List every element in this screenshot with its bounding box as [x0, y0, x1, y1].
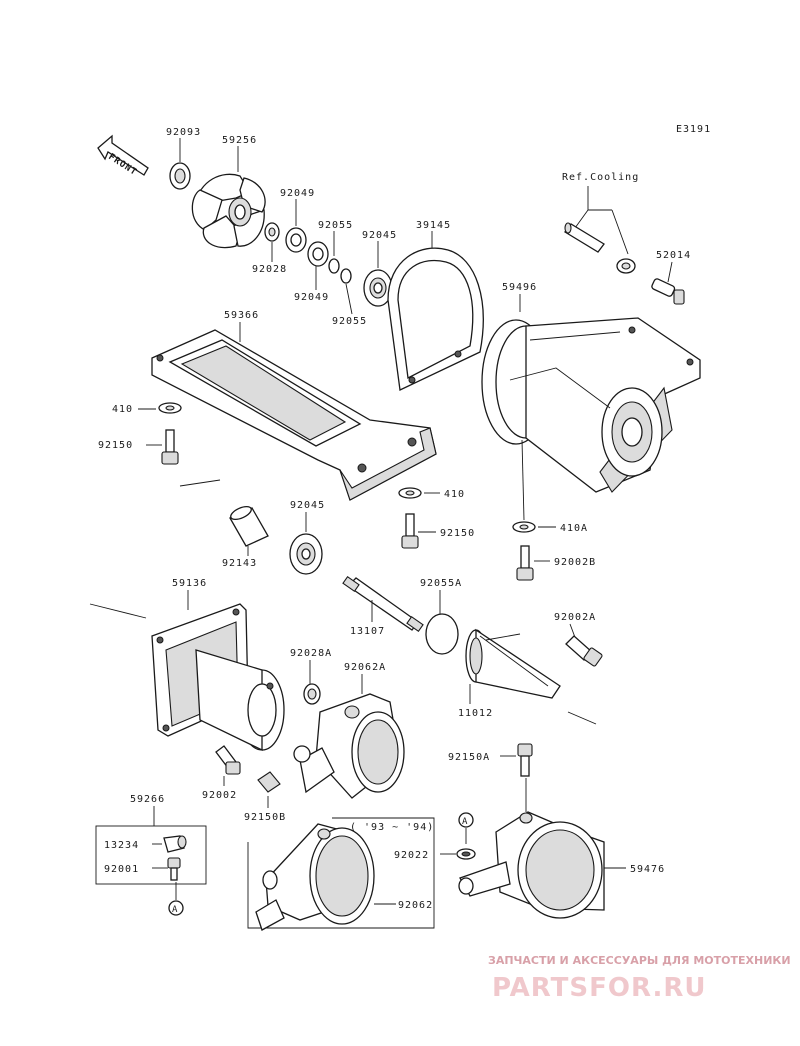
ref-marker-a-left: A [168, 900, 184, 916]
part-59136-housing [151, 603, 285, 752]
label-59266: 59266 [130, 794, 165, 805]
label-92045-a: 92045 [362, 230, 397, 241]
label-92001: 92001 [104, 864, 139, 875]
part-92150-bolt-b [401, 513, 419, 549]
label-92150-a: 92150 [98, 440, 133, 451]
label-59496: 59496 [502, 282, 537, 293]
part-92022-washer [456, 848, 476, 860]
part-92062A-steering-nozzle [293, 693, 405, 799]
label-92049-a: 92049 [280, 188, 315, 199]
part-59256-impeller [191, 173, 266, 249]
label-410-b: 410 [444, 489, 465, 500]
label-92150A: 92150A [448, 752, 490, 763]
box-59266 [95, 825, 207, 885]
part-92002-bolt [215, 745, 241, 775]
part-410-washer-a [158, 402, 182, 414]
label-59256: 59256 [222, 135, 257, 146]
svg-text:A: A [172, 905, 178, 915]
label-92028A: 92028A [290, 648, 332, 659]
label-92055-a: 92055 [318, 220, 353, 231]
part-39145-grate [387, 247, 484, 391]
part-cooling-clamp [616, 258, 636, 274]
part-92062-steering-nozzle [255, 823, 375, 931]
label-92028: 92028 [252, 264, 287, 275]
ref-cooling-label: Ref.Cooling [562, 172, 639, 183]
label-92062A: 92062A [344, 662, 386, 673]
part-92150B-bolt [257, 771, 281, 793]
part-52014-fitting [651, 278, 685, 305]
label-92049-b: 92049 [294, 292, 329, 303]
label-92150B: 92150B [244, 812, 286, 823]
diagram-code: E3191 [676, 124, 711, 135]
watermark-logo: PARTSFOR.RU [492, 973, 706, 1003]
part-92049-washer-b [307, 241, 329, 267]
label-92002: 92002 [202, 790, 237, 801]
part-92002A-bolt [565, 635, 603, 667]
label-52014: 52014 [656, 250, 691, 261]
part-59496-pump-case [481, 317, 701, 493]
label-92150-b: 92150 [440, 528, 475, 539]
label-59366: 59366 [224, 310, 259, 321]
part-13107-shaft [342, 575, 424, 633]
part-92055-oring-a [328, 258, 340, 274]
label-92143: 92143 [222, 558, 257, 569]
part-59366-bracket [151, 329, 437, 501]
label-92062: 92062 [398, 900, 433, 911]
front-arrow-icon: FRONT [97, 134, 149, 178]
part-92150A-bolt [517, 743, 533, 777]
label-92055-b: 92055 [332, 316, 367, 327]
label-92093: 92093 [166, 127, 201, 138]
label-410-a: 410 [112, 404, 133, 415]
box-93-94 [247, 817, 435, 929]
svg-text:A: A [462, 817, 468, 827]
ref-marker-a-right: A [458, 812, 474, 828]
label-92045-b: 92045 [290, 500, 325, 511]
part-11012-cone [465, 628, 561, 699]
part-410A-washer [512, 521, 536, 533]
part-410-washer-b [398, 487, 422, 499]
label-59476: 59476 [630, 864, 665, 875]
part-92002B-bolt [516, 545, 534, 581]
label-410A: 410A [560, 523, 588, 534]
part-59476-nozzle [458, 811, 605, 919]
part-92028A-bushing [303, 683, 321, 705]
label-13234: 13234 [104, 840, 139, 851]
years-note: ( '93 ~ '94) [350, 822, 434, 833]
part-92001-bolt [167, 857, 181, 881]
part-92143-sleeve [229, 505, 269, 547]
part-13234-pin [163, 835, 187, 853]
label-92055A: 92055A [420, 578, 462, 589]
label-39145: 39145 [416, 220, 451, 231]
label-13107: 13107 [350, 626, 385, 637]
label-92002B: 92002B [554, 557, 596, 568]
part-92093-seal [169, 162, 191, 190]
part-92055A-oring [425, 613, 459, 655]
label-92022: 92022 [394, 850, 429, 861]
label-92002A: 92002A [554, 612, 596, 623]
part-92045-bearing-b [289, 533, 323, 575]
part-92045-bearing-a [363, 269, 393, 307]
part-92055-oring-b [340, 268, 352, 284]
label-11012: 11012 [458, 708, 493, 719]
label-59136: 59136 [172, 578, 207, 589]
part-cooling-tube [564, 222, 605, 253]
part-92028-bushing [264, 222, 280, 242]
watermark-line1: ЗАПЧАСТИ И АКСЕССУАРЫ ДЛЯ МОТОТЕХНИКИ [488, 954, 791, 967]
part-92049-washer-a [285, 227, 307, 253]
part-92150-bolt-a [161, 429, 179, 465]
